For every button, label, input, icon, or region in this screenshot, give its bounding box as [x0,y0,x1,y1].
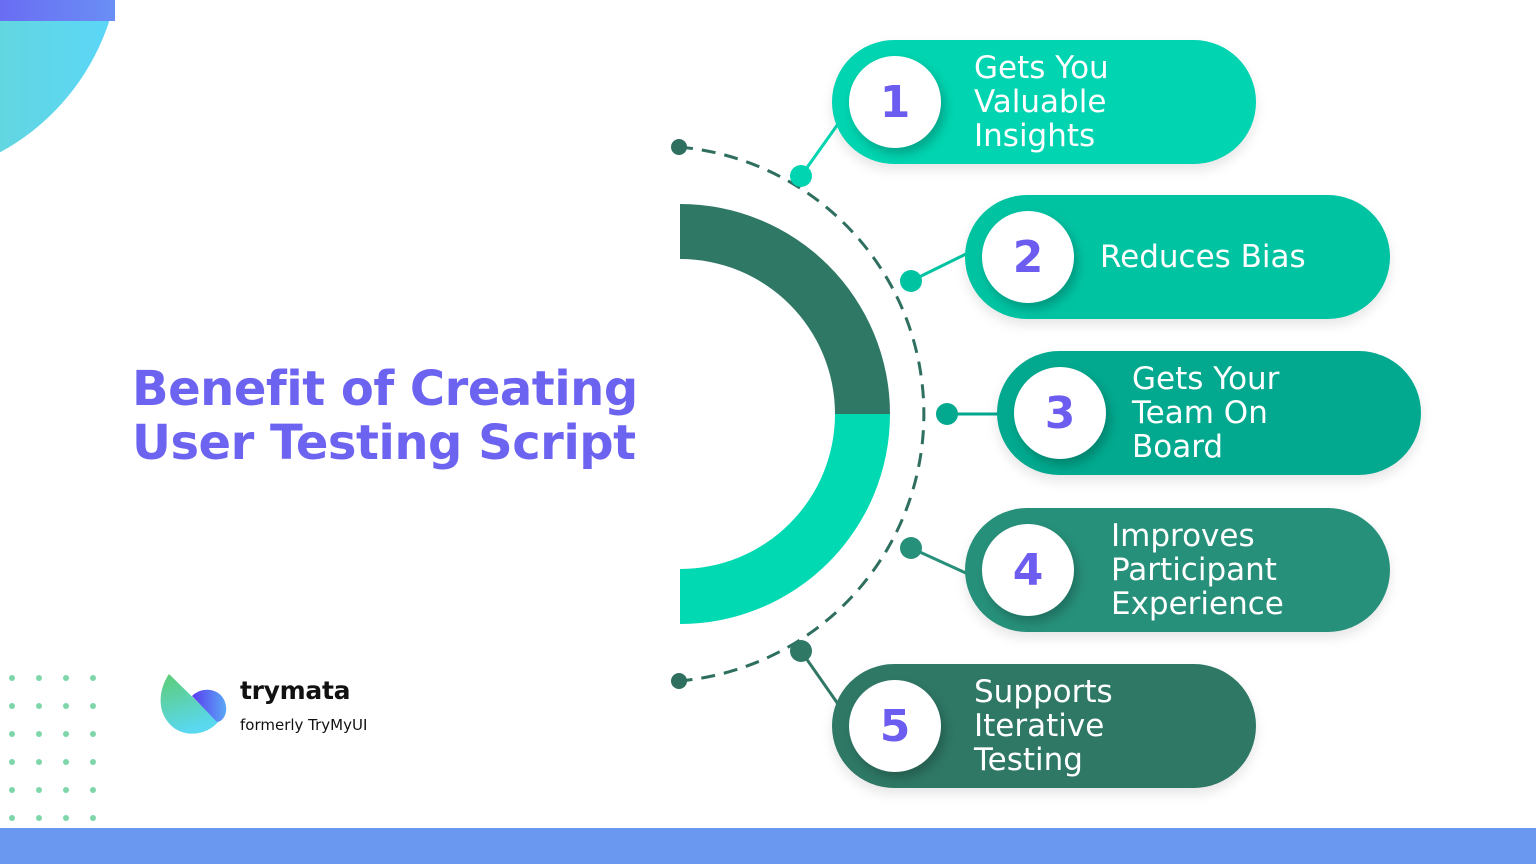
arc-endpoint-top [671,139,687,155]
benefit-item-2: 2 Reduces Bias [965,195,1390,319]
benefit-label-4: Improves Participant Experience [1111,518,1284,622]
benefit-item-4: 4 Improves Participant Experience [965,508,1390,632]
benefit-label-5: Supports Iterative Testing [974,674,1113,778]
dot-grid-decoration [8,674,108,824]
step-number-1: 1 [849,56,941,148]
corner-decoration [0,0,115,185]
logo-brand-name: trymata [240,676,351,705]
benefit-label-2: Reduces Bias [1100,239,1306,275]
connector-dot-1 [790,165,812,187]
connector-dot-5 [790,640,812,662]
logo-tagline: formerly TryMyUI [240,716,368,734]
step-number-5: 5 [849,680,941,772]
step-number-3: 3 [1014,367,1106,459]
trymata-logo-icon [160,674,227,734]
benefit-item-1: 1 Gets You Valuable Insights [832,40,1256,164]
connector-dot-3 [936,403,958,425]
bottom-bar [0,828,1536,864]
arc-segment-light [680,414,890,624]
page-title: Benefit of Creating User Testing Script [132,362,638,470]
step-number-4: 4 [982,524,1074,616]
title-line-1: Benefit of Creating [132,361,638,417]
benefit-label-3: Gets Your Team On Board [1132,361,1280,465]
benefit-item-3: 3 Gets Your Team On Board [997,351,1421,475]
arc-segment-dark [680,204,890,414]
title-line-2: User Testing Script [132,415,636,471]
benefit-item-5: 5 Supports Iterative Testing [832,664,1256,788]
trymata-logo: trymata formerly TryMyUI [158,672,398,742]
benefit-label-1: Gets You Valuable Insights [974,50,1109,154]
step-number-2: 2 [982,211,1074,303]
connector-dot-4 [900,537,922,559]
connector-dot-2 [900,270,922,292]
arc-endpoint-bottom [671,673,687,689]
